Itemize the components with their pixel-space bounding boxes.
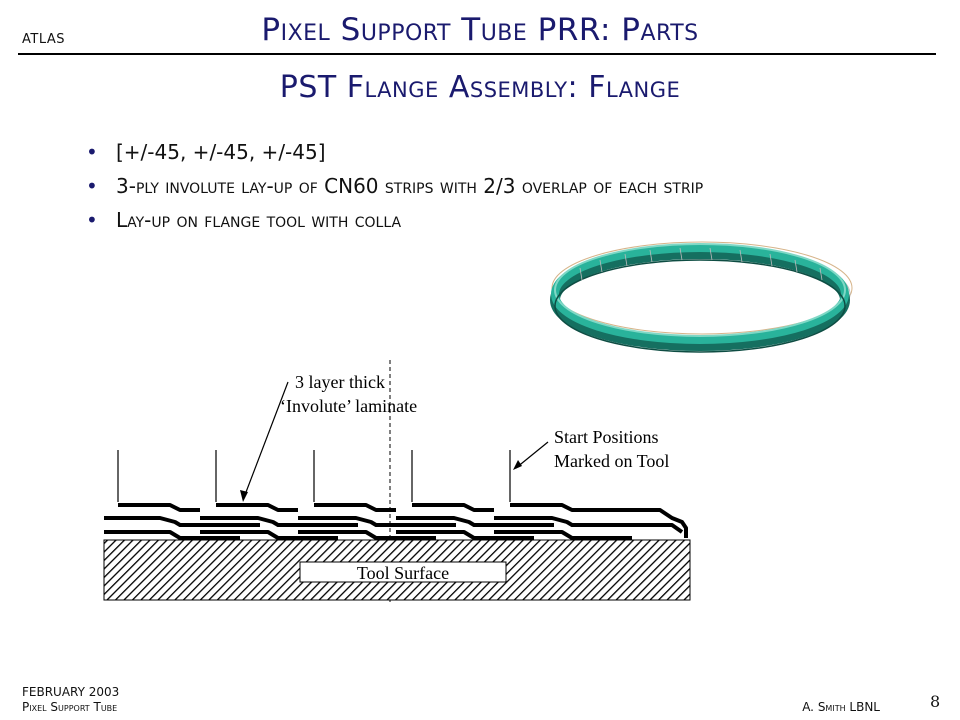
start-leader: [515, 441, 549, 469]
laminate-leader: [242, 381, 289, 501]
slide-subtitle: PST Flange Assembly: Flange: [279, 70, 681, 105]
flange-ring-image: [540, 228, 860, 358]
footer-project: Pixel Support Tube: [22, 700, 118, 714]
footer-date: FEBRUARY 2003: [22, 685, 120, 699]
involute-plies: [104, 503, 688, 540]
label-start-line1: Start Positions: [554, 427, 659, 447]
label-laminate-line2: ‘Involute’ laminate: [280, 396, 417, 416]
page-number: 8: [930, 692, 941, 711]
footer-left: FEBRUARY 2003 Pixel Support Tube: [22, 685, 119, 715]
bullet-item: Lay-up on flange tool with colla: [86, 210, 886, 230]
footer-author: A. Smith LBNL: [802, 700, 880, 714]
slide-title: Pixel Support Tube PRR: Parts: [261, 12, 699, 48]
tool-surface-box: [299, 561, 507, 583]
atlas-logo-text: ATLAS: [22, 32, 66, 47]
bullet-item: [+/-45, +/-45, +/-45]: [86, 142, 886, 162]
layup-diagram: 3 layer thick ‘Involute’ laminate Start …: [103, 360, 691, 605]
start-position-marks: [117, 450, 511, 502]
label-tool-surface: Tool Surface: [357, 563, 449, 583]
label-start-line2: Marked on Tool: [554, 451, 669, 471]
laminate-arrowhead: [240, 490, 248, 502]
bullet-list: [+/-45, +/-45, +/-45] 3-ply involute lay…: [86, 142, 886, 244]
label-laminate-line1: 3 layer thick: [295, 372, 385, 392]
bullet-item: 3-ply involute lay-up of CN60 strips wit…: [86, 176, 886, 196]
title-divider: [18, 53, 936, 55]
start-arrowhead: [513, 460, 522, 470]
